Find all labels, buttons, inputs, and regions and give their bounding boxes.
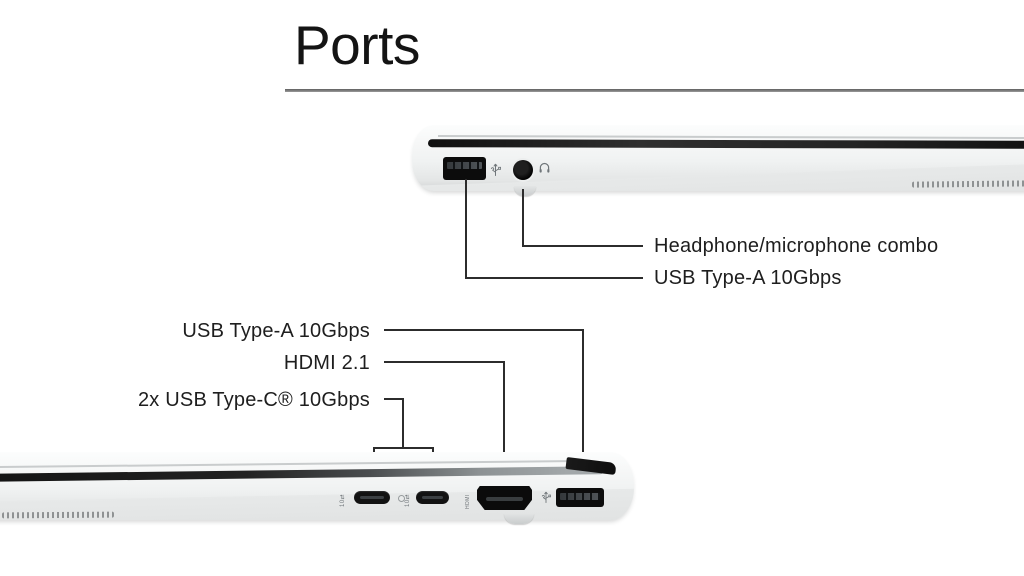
- vent-texture: [911, 180, 1024, 188]
- laptop-body: [412, 125, 1024, 191]
- lid-edge: [437, 134, 1024, 140]
- hdmi-port: [477, 486, 532, 510]
- laptop-right-side-view: [412, 125, 1024, 191]
- callout-label-usb-a-right: USB Type-A 10Gbps: [654, 267, 842, 289]
- leader-line-usb-a-right: [465, 277, 643, 279]
- leader-line-headphone: [522, 245, 643, 247]
- leader-line-usb-c: [402, 398, 404, 449]
- callout-label-headphone: Headphone/microphone combo: [654, 235, 939, 257]
- title-divider: [285, 89, 1024, 92]
- headphone-jack-port: [513, 160, 533, 180]
- headphone-icon: [538, 161, 551, 180]
- charging-led-icon: [398, 495, 405, 502]
- callout-label-usb-c: 2x USB Type-C® 10Gbps: [137, 389, 370, 411]
- leader-line-headphone: [522, 189, 524, 247]
- leader-line-usb-a-left: [384, 329, 584, 331]
- hinge-gap-strip: [427, 139, 1024, 149]
- usb-c-10gbps-icon: 10⇄: [405, 493, 411, 507]
- rubber-foot: [514, 186, 536, 196]
- usb-10gbps-icon: [541, 490, 552, 509]
- usb-c-port-2: [416, 491, 449, 504]
- leader-line-usb-c-bracket: [373, 447, 434, 449]
- leader-line-usb-c: [384, 398, 404, 400]
- usb-c-port-1: [354, 491, 390, 504]
- usb-a-port: [443, 157, 486, 180]
- usb-10gbps-icon: [490, 162, 502, 182]
- rubber-foot: [504, 513, 534, 524]
- callout-label-usb-a-left: USB Type-A 10Gbps: [182, 320, 370, 342]
- vent-texture: [1, 511, 115, 519]
- hinge-gap-strip: [0, 466, 605, 482]
- hdmi-icon: HDMI: [465, 494, 471, 509]
- callout-label-hdmi: HDMI 2.1: [283, 352, 370, 374]
- laptop-left-side-view: 10⇄ 10⇄ HDMI: [0, 452, 634, 520]
- laptop-body: 10⇄ 10⇄ HDMI: [0, 452, 634, 520]
- leader-line-usb-a-right: [465, 179, 467, 279]
- usb-a-port: [556, 488, 604, 507]
- usb-c-10gbps-icon: 10⇄: [340, 493, 346, 507]
- leader-line-usb-a-left: [582, 329, 584, 489]
- page-title: Ports: [294, 14, 420, 76]
- leader-line-hdmi: [384, 361, 505, 363]
- leader-line-hdmi: [503, 361, 505, 487]
